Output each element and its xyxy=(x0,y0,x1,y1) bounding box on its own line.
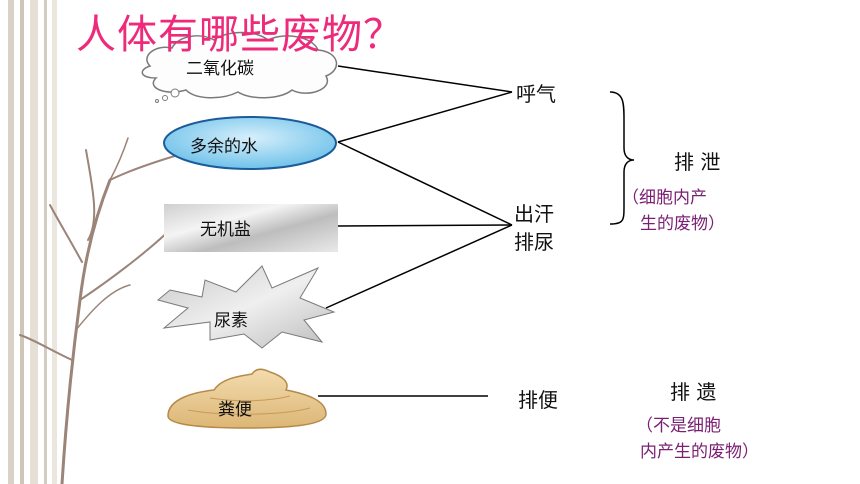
category-note-egestion-line1: （不是细胞 xyxy=(636,416,721,436)
category-note-egestion-line2: 内产生的废物） xyxy=(640,442,759,462)
route-label-urine: 排尿 xyxy=(514,230,554,254)
salt-block-shape xyxy=(164,204,338,252)
line-water-breath xyxy=(337,91,513,143)
line-salt-sweat xyxy=(337,224,513,227)
urea-burst-shape xyxy=(156,265,336,349)
line-co2-breath xyxy=(337,65,513,93)
cloud-shape xyxy=(141,31,338,103)
waste-label-salt: 无机盐 xyxy=(200,220,251,240)
category-label-egestion: 排 遗 xyxy=(670,380,717,404)
waste-label-feces: 粪便 xyxy=(218,400,252,420)
page-title: 人体有哪些废物？ xyxy=(76,12,404,58)
brace xyxy=(609,91,635,225)
route-label-defecation: 排便 xyxy=(518,388,558,412)
category-label-excretion: 排 泄 xyxy=(674,150,721,174)
waste-label-urea: 尿素 xyxy=(214,311,248,331)
category-note-excretion-line2: 生的废物） xyxy=(640,214,725,234)
route-label-breath: 呼气 xyxy=(516,82,556,106)
water-drop-shape xyxy=(163,116,337,170)
feces-pile-shape xyxy=(167,368,327,429)
line-urea-sweat xyxy=(325,224,513,309)
route-label-sweat: 出汗 xyxy=(514,202,554,226)
line-water-sweat xyxy=(337,141,513,226)
waste-label-co2: 二氧化碳 xyxy=(186,59,254,79)
category-note-excretion-line1: （细胞内产 xyxy=(622,188,707,208)
waste-label-water: 多余的水 xyxy=(190,137,258,157)
